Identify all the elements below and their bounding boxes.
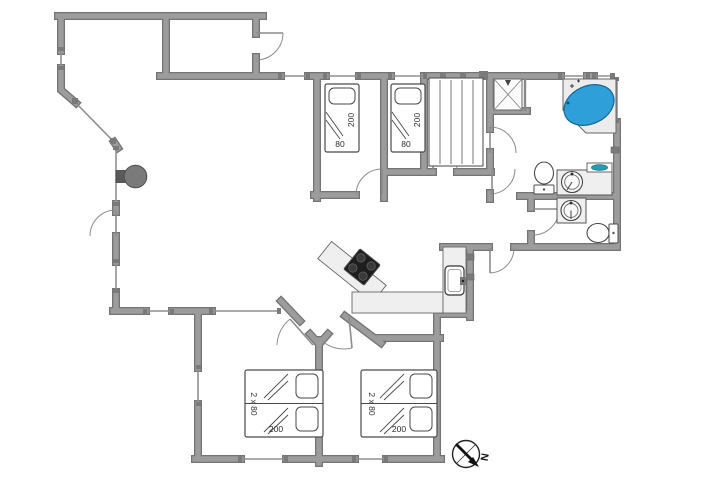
toilet-button <box>542 188 546 191</box>
spa-drain-icon <box>566 101 570 105</box>
toilet-icon <box>533 161 555 185</box>
spa-jets-icon <box>570 79 580 88</box>
bed-blanket-fold <box>379 373 405 435</box>
door-annex <box>255 32 284 61</box>
wardrobe-body <box>428 77 484 167</box>
vanity-bathroom <box>556 162 613 196</box>
door-arc <box>489 168 516 195</box>
compass-rose: N <box>451 439 491 469</box>
door-leaf <box>289 318 314 346</box>
door-back-hall <box>489 168 516 195</box>
bed-width-label: 2 x 80 <box>249 392 259 415</box>
door-bedroom-top-left <box>355 168 383 196</box>
bed-length-label: 200 <box>412 113 422 127</box>
bed-blanket-fold <box>391 111 410 140</box>
door-bathroom <box>489 126 517 154</box>
bed-pillow <box>295 373 319 399</box>
bed-length-label: 200 <box>346 113 356 127</box>
door-back-exterior <box>489 247 515 274</box>
bed-pillow <box>328 87 356 105</box>
bed-length-label: 200 <box>269 424 283 434</box>
bed-bottom-left: 2 x 80 200 <box>244 369 324 438</box>
bed-bottom-right: 2 x 80 200 <box>360 369 438 438</box>
shower-cross-icon <box>493 78 523 111</box>
door-arc <box>532 208 560 236</box>
door-leaf <box>348 316 353 349</box>
door-arc <box>255 32 284 61</box>
bed-pillow <box>394 87 422 105</box>
wall-fill <box>55 13 620 466</box>
wardrobe-door-lines <box>439 80 474 164</box>
wall-posts <box>58 47 620 462</box>
door-arc <box>89 209 117 237</box>
spa-bath <box>562 78 617 134</box>
bed-blanket-fold <box>263 373 289 435</box>
door-living-west <box>89 209 117 237</box>
kitchen-counter-south <box>351 291 444 314</box>
bed-pillow <box>409 406 433 432</box>
bed-pillow <box>409 373 433 399</box>
bed-top-right: 200 80 <box>390 83 426 153</box>
shower-head-icon <box>505 80 511 86</box>
walls <box>54 12 621 467</box>
compass-north-label: N <box>477 452 490 462</box>
bed-pillow <box>295 406 319 432</box>
door-arc <box>489 126 517 154</box>
kitchen-sink-icon <box>444 265 466 296</box>
accessory-basin-icon <box>591 164 608 171</box>
window <box>74 101 114 142</box>
spa-tub-icon <box>563 84 615 126</box>
bed-blanket-fold <box>325 111 344 140</box>
door-arc <box>321 340 353 350</box>
bed-top-left: 200 80 <box>324 83 360 153</box>
toilet-icon <box>586 222 610 244</box>
toilet-button <box>612 231 615 235</box>
door-bedroom-bottom-left <box>276 318 314 346</box>
compass-needle-head <box>468 457 479 467</box>
toilet-bathroom <box>533 161 555 195</box>
compass-needle-icon <box>455 443 474 462</box>
washbasin-tap <box>569 201 573 205</box>
door-arc <box>355 168 383 196</box>
wardrobe <box>428 77 484 167</box>
door-bedroom-bottom-right <box>321 316 353 350</box>
washbasin-lever <box>566 181 573 191</box>
door-arc <box>276 318 291 346</box>
bed-length-label: 200 <box>392 424 406 434</box>
bed-width-label: 2 x 80 <box>367 392 377 415</box>
bed-width-label: 80 <box>401 139 411 149</box>
kitchen <box>317 240 467 314</box>
wc-room <box>556 197 619 244</box>
stove-icon <box>343 248 381 286</box>
windows <box>60 50 618 460</box>
door-arc <box>489 247 515 274</box>
bed-width-label: 80 <box>335 139 345 149</box>
wall-fixture <box>610 146 620 154</box>
shower-cabin <box>493 78 523 111</box>
wood-stove-icon <box>115 164 148 189</box>
washbasin-tap <box>570 172 574 176</box>
door-wc <box>532 208 560 236</box>
